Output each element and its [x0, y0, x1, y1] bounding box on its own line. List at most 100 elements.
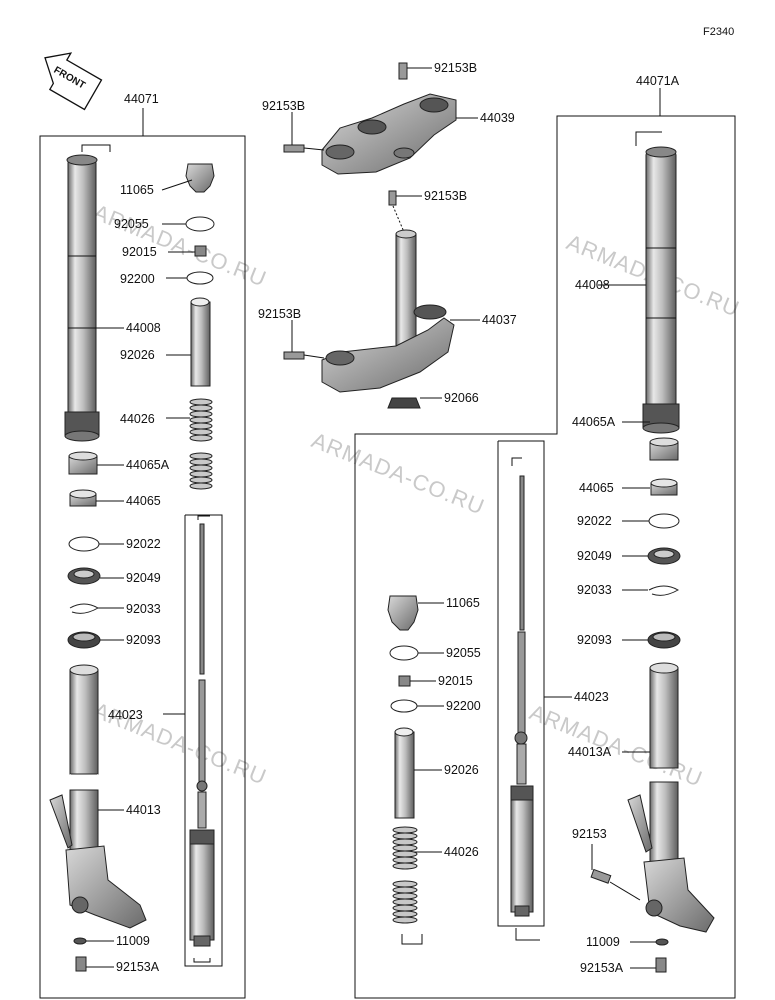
- spring-coil: [189, 428, 213, 436]
- spring-coil: [392, 844, 418, 852]
- part-label-44065a-r: 44065A: [572, 415, 616, 429]
- spring-coil: [392, 916, 418, 924]
- steering-assembly: 92153B 44039 92153B 92153B 44037 92153B: [258, 61, 517, 409]
- spring-coil: [392, 886, 418, 894]
- part-label-92055-r: 92055: [446, 646, 481, 660]
- part-label-92153b-2: 92153B: [262, 99, 305, 113]
- spring-coil: [189, 416, 213, 424]
- o-ring-92055: [185, 216, 215, 232]
- spring-coil: [189, 422, 213, 430]
- part-label-92153: 92153: [572, 827, 607, 841]
- part-label-92015-r: 92015: [438, 674, 473, 688]
- part-label-92153b-1: 92153B: [434, 61, 477, 75]
- part-label-44008-r: 44008: [575, 278, 610, 292]
- part-label-44065-r: 44065: [579, 481, 614, 495]
- washer-92200-r: [390, 699, 418, 713]
- part-label-11065: 11065: [120, 183, 154, 197]
- part-label-92153a: 92153A: [116, 960, 160, 974]
- fork-cap-11065: [185, 163, 215, 193]
- outer-tube-44008-r: [645, 151, 677, 413]
- spring-coil: [392, 826, 418, 834]
- damper-rod-44023-r: [519, 475, 525, 631]
- part-label-44037: 44037: [482, 313, 517, 327]
- front-arrow-icon: FRONT: [44, 52, 103, 111]
- bolt-92153a-r: [655, 957, 667, 973]
- bolt-92153b-top: [398, 62, 408, 80]
- part-label-92049: 92049: [126, 571, 161, 585]
- part-label-92022-r: 92022: [577, 514, 612, 528]
- part-label-92026-r: 92026: [444, 763, 479, 777]
- circlip-92033-r: [648, 585, 680, 596]
- part-label-44013: 44013: [126, 803, 161, 817]
- spring-coil: [189, 458, 213, 466]
- figure-code: F2340: [703, 26, 734, 38]
- seal-92066: [387, 397, 421, 409]
- o-ring-92055-r: [389, 645, 419, 661]
- spring-coil: [392, 892, 418, 900]
- damper-rod-44023: [199, 523, 205, 675]
- part-label-92153a-r: 92153A: [580, 961, 624, 975]
- part-label-44039: 44039: [480, 111, 515, 125]
- fork-cap-11065-r: [387, 595, 419, 631]
- bolt-92153a: [75, 956, 87, 972]
- spring-coil: [392, 838, 418, 846]
- part-label-44071a: 44071A: [636, 74, 680, 88]
- part-label-11009: 11009: [116, 934, 150, 948]
- spring-coil: [189, 464, 213, 472]
- spring-coil: [392, 904, 418, 912]
- bolt-92153b-side: [283, 144, 305, 153]
- watermark: ARMADA-CO.RU: [526, 699, 706, 791]
- spring-coil: [189, 482, 213, 490]
- part-label-11065-r: 11065: [446, 596, 480, 610]
- spring-44026-r: [392, 826, 418, 924]
- watermark: ARMADA-CO.RU: [308, 427, 488, 519]
- nut-92015-r: [398, 675, 411, 687]
- spacer-92026-r: [394, 731, 415, 819]
- spring-coil: [392, 850, 418, 858]
- axle-bracket-r: [643, 857, 715, 933]
- part-label-92200-r: 92200: [446, 699, 481, 713]
- part-label-92093-r: 92093: [577, 633, 612, 647]
- part-label-92015: 92015: [122, 245, 157, 259]
- part-label-44008: 44008: [126, 321, 161, 335]
- part-label-92026: 92026: [120, 348, 155, 362]
- outer-tube-44008: [67, 159, 97, 421]
- inner-tube-44013: [69, 669, 99, 775]
- spring-coil: [392, 862, 418, 870]
- bolt-92153: [590, 868, 612, 884]
- part-label-44013a: 44013A: [568, 745, 612, 759]
- part-label-44026-r: 44026: [444, 845, 479, 859]
- part-label-92033-r: 92033: [577, 583, 612, 597]
- part-label-44023: 44023: [108, 708, 143, 722]
- washer-92022: [68, 536, 100, 552]
- spring-coil: [189, 434, 213, 442]
- bolt-92153b-lower: [283, 351, 305, 360]
- spring-coil: [189, 410, 213, 418]
- right-fork-assembly: 44071A 44008 44065A 44065 92022 92049 92…: [354, 74, 736, 999]
- washer-92200: [186, 271, 214, 285]
- bolt-92153b-mid: [388, 190, 397, 206]
- spring-coil: [392, 832, 418, 840]
- part-label-92022: 92022: [126, 537, 161, 551]
- spring-coil: [392, 910, 418, 918]
- part-label-92093: 92093: [126, 633, 161, 647]
- part-label-92200: 92200: [120, 272, 155, 286]
- circlip-92033: [69, 603, 100, 614]
- steering-stem-44037: [395, 233, 417, 355]
- spring-coil: [392, 898, 418, 906]
- nut-92015: [194, 245, 207, 257]
- spring-coil: [189, 404, 213, 412]
- part-label-44023-r: 44023: [574, 690, 609, 704]
- washer-11009-r: [655, 938, 669, 946]
- part-label-92055: 92055: [114, 217, 149, 231]
- part-label-92066: 92066: [444, 391, 479, 405]
- spring-coil: [189, 476, 213, 484]
- axle-bracket: [65, 845, 147, 929]
- spring-coil: [189, 452, 213, 460]
- part-label-92049-r: 92049: [577, 549, 612, 563]
- part-label-92033: 92033: [126, 602, 161, 616]
- spring-coil: [189, 398, 213, 406]
- washer-92022-r: [648, 513, 680, 529]
- part-label-92153b-4: 92153B: [258, 307, 301, 321]
